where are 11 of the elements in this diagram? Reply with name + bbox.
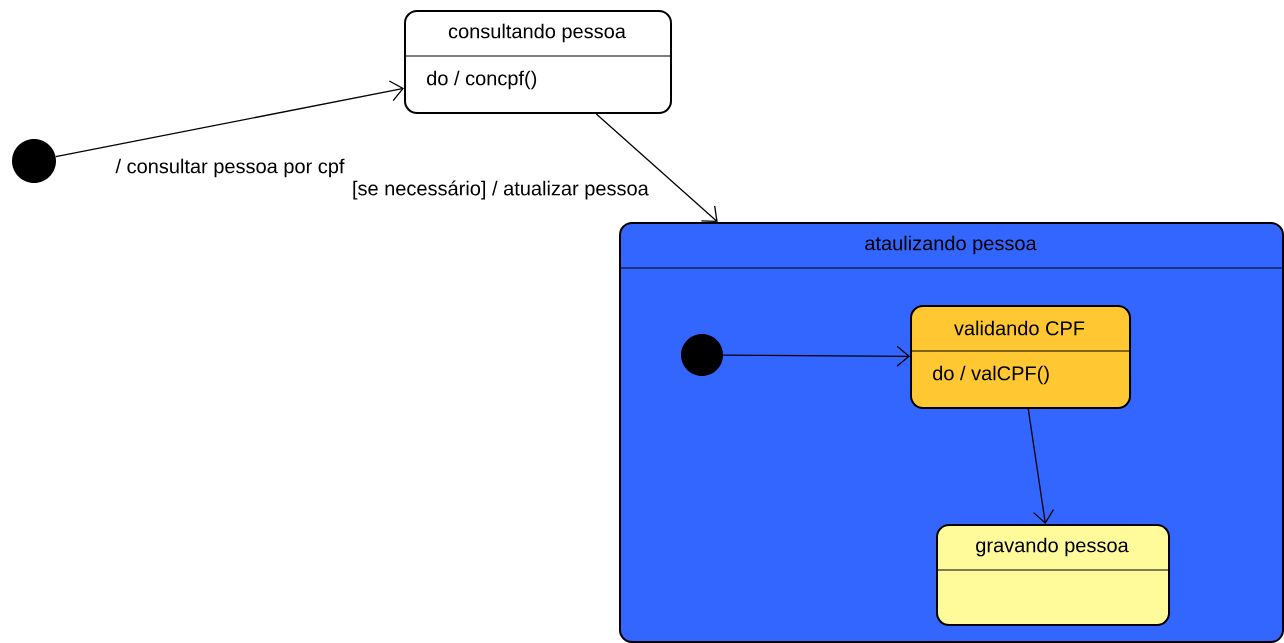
transition-arrow: [55, 80, 404, 158]
state-box: gravando pessoa: [935, 524, 1170, 626]
transition-arrow: [722, 345, 910, 367]
transition-arrow: [595, 113, 718, 222]
transition-arrow: [1027, 408, 1055, 524]
state-box: validando CPF do / valCPF(): [909, 305, 1131, 409]
initial-state-dot: [681, 334, 723, 376]
state-box: consultando pessoa do / concpf(): [403, 10, 672, 114]
initial-state-dot: [12, 139, 56, 183]
transition-label: / consultar pessoa por cpf: [114, 157, 346, 179]
transition-label: [se necessário] / atualizar pessoa: [351, 179, 650, 201]
